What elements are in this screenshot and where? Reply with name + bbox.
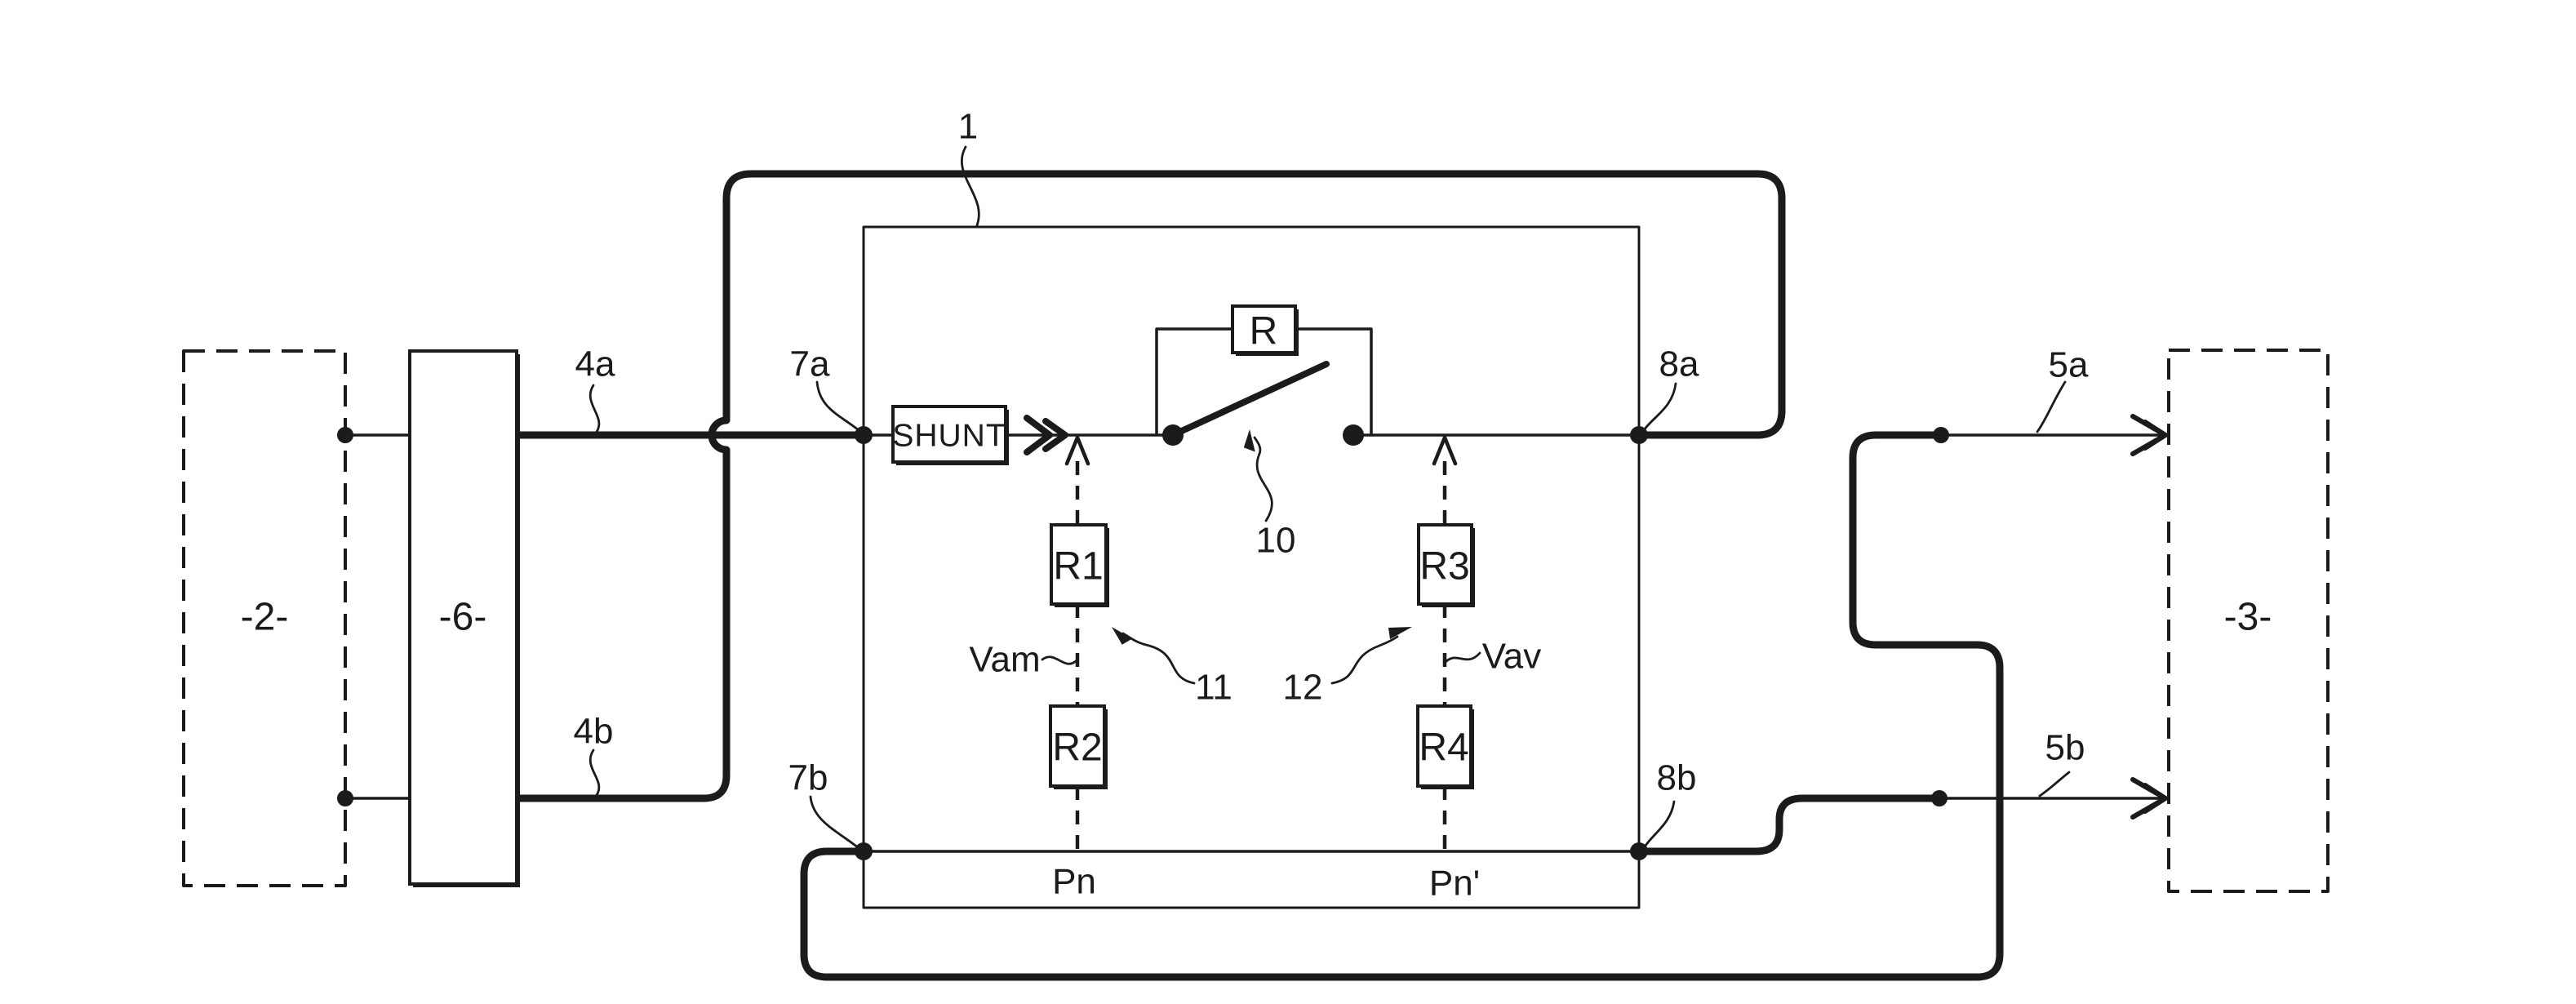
- r4-box: [1416, 704, 1472, 788]
- box-6-connector: [408, 349, 518, 886]
- switch-10: [1162, 361, 1364, 446]
- leader-lines: [588, 145, 2071, 850]
- node-dot-5b: [1931, 790, 1948, 806]
- switch-contact-left: [1162, 424, 1184, 446]
- leader-10: [1253, 436, 1273, 522]
- node-dot-2-bottom: [337, 790, 353, 806]
- connection-nodes: [337, 426, 1949, 860]
- leader-12-arrowhead: [1388, 627, 1412, 639]
- label-r4: R4: [1419, 726, 1468, 770]
- box-2-battery: [182, 349, 347, 887]
- label-pn-prime: Pn': [1429, 864, 1480, 904]
- label-box-6: -6-: [439, 596, 487, 639]
- r1-box: [1050, 523, 1108, 606]
- label-vam: Vam: [969, 640, 1040, 680]
- node-dot-2-top: [337, 427, 353, 443]
- node-dot-7b: [855, 842, 873, 860]
- thick-wiring: [513, 170, 2004, 981]
- label-unit-1: 1: [958, 107, 978, 147]
- label-pn: Pn: [1052, 862, 1096, 902]
- tap-arrow-up-left: [1064, 435, 1090, 466]
- leader-4b: [588, 749, 601, 797]
- shunt-box: [891, 405, 1007, 464]
- label-5b: 5b: [2045, 728, 2085, 768]
- box-3-load: [2167, 349, 2330, 893]
- leader-1: [960, 145, 980, 227]
- arrow-into-3-top: [2130, 414, 2168, 456]
- label-8b: 8b: [1657, 758, 1697, 798]
- label-r: R: [1250, 310, 1278, 353]
- bypass-loop: [1155, 327, 1373, 435]
- leader-vav: [1445, 651, 1481, 663]
- label-r2: R2: [1052, 726, 1102, 770]
- leader-10-arrowhead: [1243, 429, 1255, 452]
- block-boxes: [182, 225, 2330, 909]
- leader-8b: [1642, 800, 1676, 850]
- r2-box: [1049, 704, 1106, 788]
- leader-vam: [1041, 655, 1077, 665]
- leader-7b: [809, 795, 860, 850]
- box-1-unit: [862, 225, 1641, 909]
- leader-12: [1330, 635, 1399, 685]
- label-4a: 4a: [575, 344, 615, 384]
- leader-4a: [588, 384, 601, 433]
- label-12: 12: [1283, 668, 1323, 708]
- label-11: 11: [1195, 668, 1232, 708]
- label-4b: 4b: [574, 712, 614, 752]
- label-r1: R1: [1053, 545, 1103, 589]
- leader-11: [1121, 632, 1196, 685]
- thin-wiring: [344, 327, 2163, 853]
- leader-5a: [2036, 380, 2067, 433]
- r3-box: [1417, 523, 1473, 606]
- switch-contact-right: [1343, 424, 1364, 446]
- leader-5b: [2038, 771, 2071, 797]
- label-7a: 7a: [790, 344, 830, 384]
- wire-5a-bottom-loop: [800, 431, 2004, 981]
- labels: 1 4a 4b 5a 5b 7a 7b 8a 8b 10 11 12 Vam V…: [241, 107, 2272, 904]
- arrow-into-3-bottom: [2130, 777, 2168, 820]
- label-box-2: -2-: [241, 596, 289, 639]
- label-5a: 5a: [2049, 345, 2089, 385]
- label-7b: 7b: [788, 758, 828, 798]
- wire-4b-top-loop: [513, 170, 1786, 802]
- components: [891, 304, 1475, 789]
- node-dot-5a: [1933, 427, 1949, 443]
- switch-blade: [1170, 361, 1330, 438]
- tap-arrow-up-right: [1432, 435, 1458, 466]
- leader-8a: [1642, 382, 1677, 432]
- r-box: [1231, 304, 1297, 354]
- wire-8b-to-5b: [1635, 794, 1943, 855]
- measurement-taps: [1064, 435, 1458, 851]
- label-box-3: -3-: [2224, 596, 2272, 639]
- label-8a: 8a: [1659, 344, 1699, 384]
- leader-11-arrowhead: [1112, 627, 1133, 645]
- leader-7a: [815, 380, 860, 432]
- shunt-current-arrow: [1024, 415, 1068, 455]
- label-shunt: SHUNT: [892, 419, 1006, 454]
- label-10: 10: [1256, 521, 1296, 561]
- flow-arrows: [1024, 414, 2168, 820]
- label-r3: R3: [1419, 545, 1469, 589]
- label-vav: Vav: [1482, 637, 1542, 677]
